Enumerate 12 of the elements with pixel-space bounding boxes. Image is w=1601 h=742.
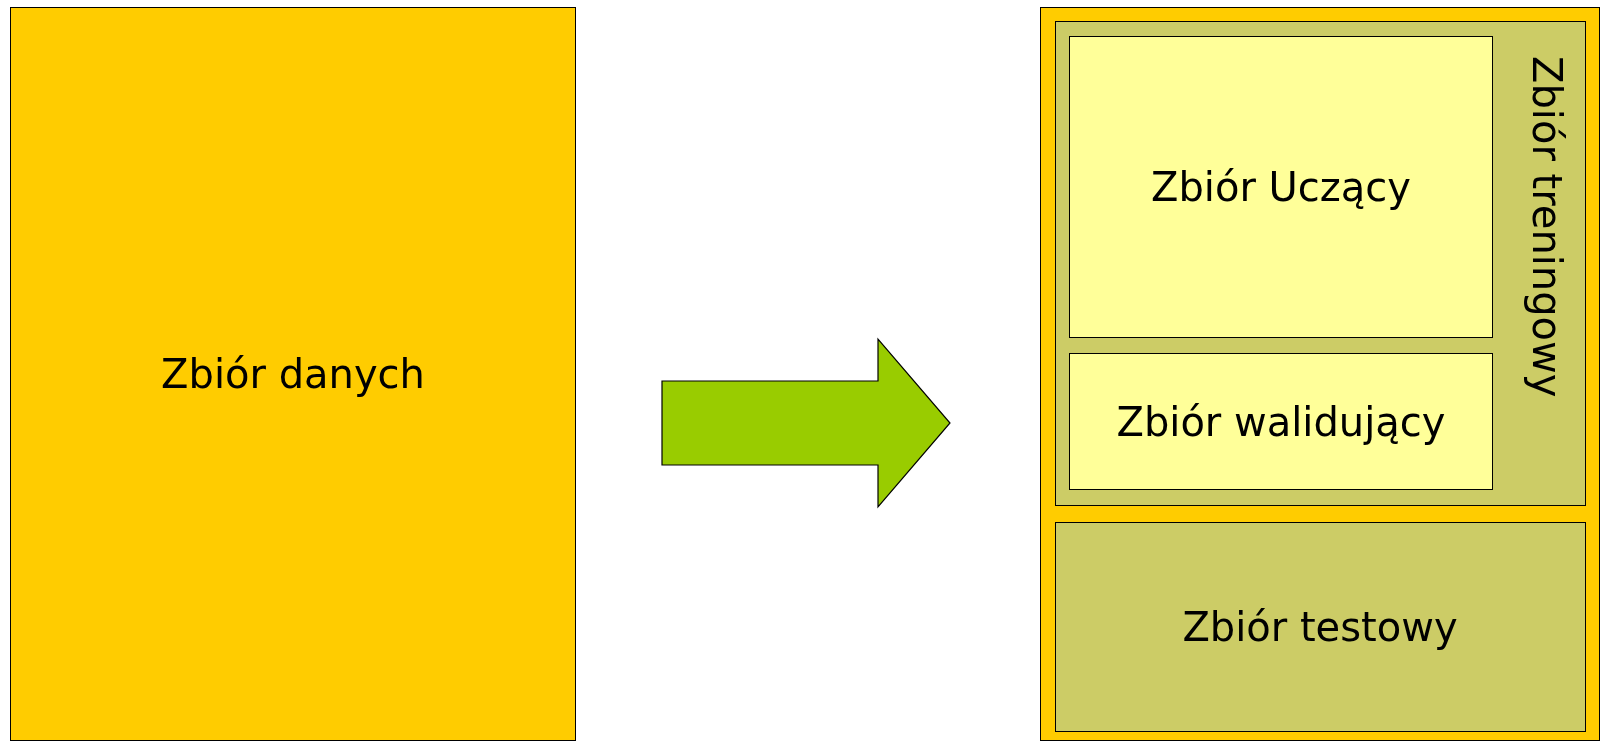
learning-set-box	[1069, 36, 1493, 338]
node-label: Zbiór treningowy	[1522, 55, 1571, 397]
node-label: Zbiór walidujący	[1115, 397, 1447, 446]
node-label: Zbiór danych	[160, 350, 426, 398]
validation-set-box	[1069, 353, 1493, 490]
test-set-box	[1054, 521, 1586, 732]
node-label: Zbiór Uczący	[1150, 163, 1412, 211]
block-arrow	[661, 337, 951, 509]
split-container-box	[1040, 7, 1600, 741]
training-set-group	[1054, 20, 1586, 506]
dataset-box	[10, 7, 576, 741]
node-label: Zbiór testowy	[1181, 602, 1459, 651]
